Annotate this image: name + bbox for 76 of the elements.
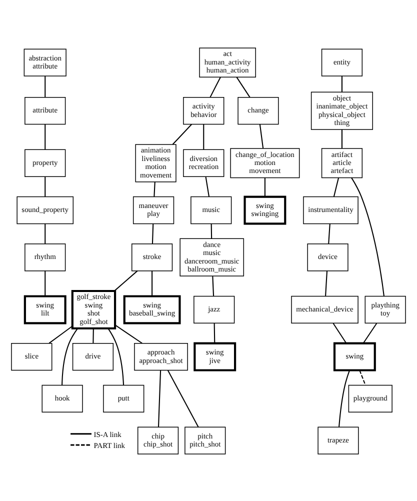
connector (44, 124, 46, 149)
connector (210, 76, 221, 98)
node-box: entity (321, 48, 363, 76)
connector (333, 177, 340, 196)
connector (210, 223, 212, 238)
connector (338, 370, 350, 426)
node-box: animation liveliness motion movement (135, 144, 176, 182)
node-box: slice (11, 342, 52, 370)
connector (212, 276, 214, 296)
connector (115, 324, 142, 344)
node-box: playground (348, 384, 392, 412)
connector (44, 176, 46, 196)
node-box: mechanical_device (291, 295, 358, 324)
connector (359, 370, 366, 385)
node-box: swing swinging (244, 195, 286, 224)
node-box: swing baseball_swing (123, 294, 181, 324)
legend-label: PART link (94, 440, 126, 450)
connector (341, 129, 342, 148)
node-box: sound_property (16, 196, 74, 224)
node-box: approach approach_shot (134, 342, 188, 370)
connector (92, 328, 94, 343)
node-box: object inanimate_object physical_object thing (310, 91, 373, 130)
connector (325, 270, 328, 296)
connector (332, 322, 347, 344)
node-box: act human_activity human_action (199, 47, 256, 78)
node-box: golf_stroke swing shot golf_shot (71, 289, 116, 329)
node-box: hook (42, 384, 83, 412)
connector (152, 223, 154, 244)
node-box: music (190, 196, 232, 224)
node-box: stroke (131, 243, 173, 271)
connector (158, 370, 162, 427)
node-box: activity behavior (183, 96, 224, 124)
connector (154, 181, 156, 196)
connector (44, 223, 46, 244)
connector (351, 177, 384, 296)
node-box: abstraction attribute (24, 48, 66, 76)
node-box: swing lilt (24, 294, 66, 324)
node-box: chip chip_shot (137, 426, 179, 454)
connector (108, 328, 124, 385)
connector (48, 325, 73, 344)
connector (114, 270, 138, 291)
legend-label: IS-A link (94, 429, 122, 438)
node-box: change_of_location motion movement (230, 148, 300, 178)
node-box: property (24, 148, 66, 176)
connector (167, 370, 199, 427)
connector (44, 270, 46, 296)
connector (62, 328, 78, 385)
node-box: jazz (194, 295, 235, 324)
node-box: attribute (24, 96, 66, 124)
connector (362, 322, 378, 344)
connector (259, 124, 264, 148)
connector (152, 270, 153, 296)
node-box: putt (103, 384, 144, 412)
connector (328, 223, 330, 244)
node-box: change (238, 96, 279, 124)
connector (341, 76, 342, 92)
connector (44, 76, 46, 97)
node-box: device (307, 243, 348, 271)
node-box: dance music danceroom_music ballroom_music (180, 238, 244, 276)
connector (205, 176, 210, 196)
connector (264, 177, 266, 196)
node-box: diversion recreation (183, 148, 224, 176)
node-box: maneuver play (132, 196, 174, 224)
node-box: rhythm (24, 243, 66, 271)
connector (214, 322, 216, 343)
node-box: swing jive (194, 342, 236, 371)
node-box: instrumentality (303, 196, 358, 224)
node-box: pitch pitch_shot (184, 426, 226, 454)
node-box: plaything toy (364, 295, 406, 324)
connector (236, 76, 250, 98)
node-box: swing (333, 342, 376, 371)
node-box: trapeze (318, 426, 359, 454)
node-box: artifact article artefact (321, 148, 363, 178)
connector (203, 124, 204, 149)
node-box: drive (72, 342, 114, 370)
connector (172, 124, 192, 144)
